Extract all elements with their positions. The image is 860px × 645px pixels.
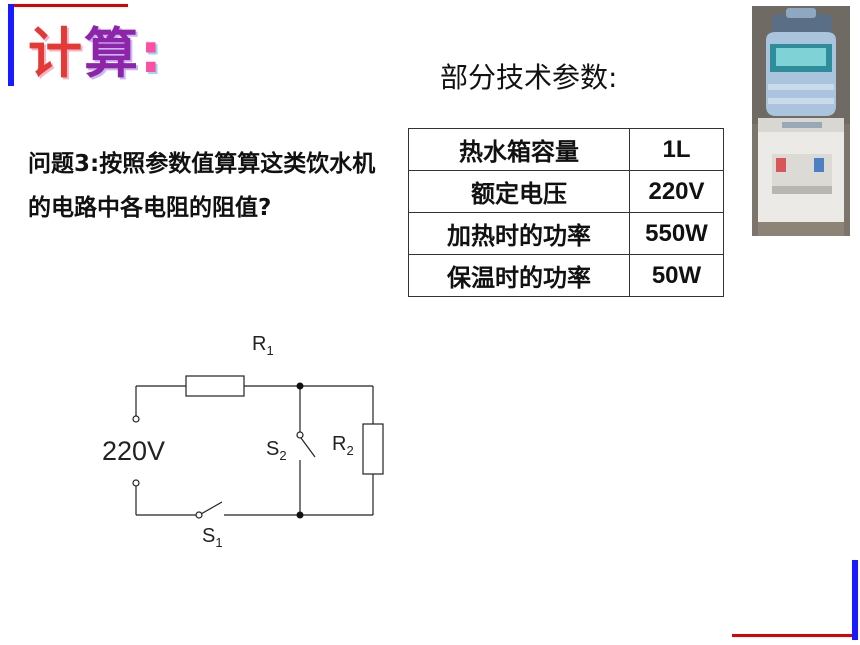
- r2-label: R2: [332, 433, 354, 458]
- water-dispenser-illustration: [752, 6, 850, 236]
- spec-value: 50W: [629, 254, 724, 297]
- switch-s1-blade: [200, 501, 223, 515]
- bottom-right-blue-bar: [852, 560, 858, 640]
- resistor-r2: [362, 423, 384, 475]
- s1-label: S1: [202, 525, 223, 550]
- spec-value: 1L: [629, 128, 724, 171]
- r1-label: R1: [252, 333, 274, 358]
- question-text: 问题3:按照参数值算算这类饮水机的电路中各电阻的阻值?: [28, 151, 376, 221]
- spec-table: 热水箱容量 1L 额定电压 220V 加热时的功率 550W 保温时的功率 50…: [408, 128, 724, 297]
- table-row: 保温时的功率 50W: [408, 254, 724, 297]
- title-char-1: 计: [28, 22, 84, 85]
- table-row: 加热时的功率 550W: [408, 212, 724, 255]
- title-colon: :: [140, 22, 164, 85]
- switch-s2-pivot: [296, 431, 304, 439]
- s2-label: S2: [266, 438, 287, 463]
- spec-key: 保温时的功率: [408, 254, 630, 297]
- page-title: 计算:: [28, 22, 164, 86]
- spec-key: 额定电压: [408, 170, 630, 213]
- water-dispenser-photo: [752, 6, 850, 236]
- terminal-top: [132, 415, 140, 423]
- terminal-bottom: [132, 479, 140, 487]
- spec-key: 加热时的功率: [408, 212, 630, 255]
- junction-bottom: [296, 511, 304, 519]
- switch-s2-blade: [300, 437, 316, 458]
- title-char-2: 算: [84, 22, 140, 85]
- resistor-r1: [185, 375, 245, 397]
- circuit-diagram: 220V R1 R2 S2 S1: [102, 333, 384, 550]
- top-left-red-bar: [8, 4, 128, 7]
- bottom-right-red-bar: [732, 634, 854, 637]
- switch-s1-pivot: [195, 511, 203, 519]
- spec-heading: 部分技术参数:: [440, 61, 618, 94]
- source-voltage-label: 220V: [102, 436, 165, 466]
- spec-value: 550W: [629, 212, 724, 255]
- junction-top: [296, 382, 304, 390]
- spec-value: 220V: [629, 170, 724, 213]
- top-left-blue-bar: [8, 4, 14, 86]
- table-row: 额定电压 220V: [408, 170, 724, 213]
- spec-key: 热水箱容量: [408, 128, 630, 171]
- table-row: 热水箱容量 1L: [408, 128, 724, 171]
